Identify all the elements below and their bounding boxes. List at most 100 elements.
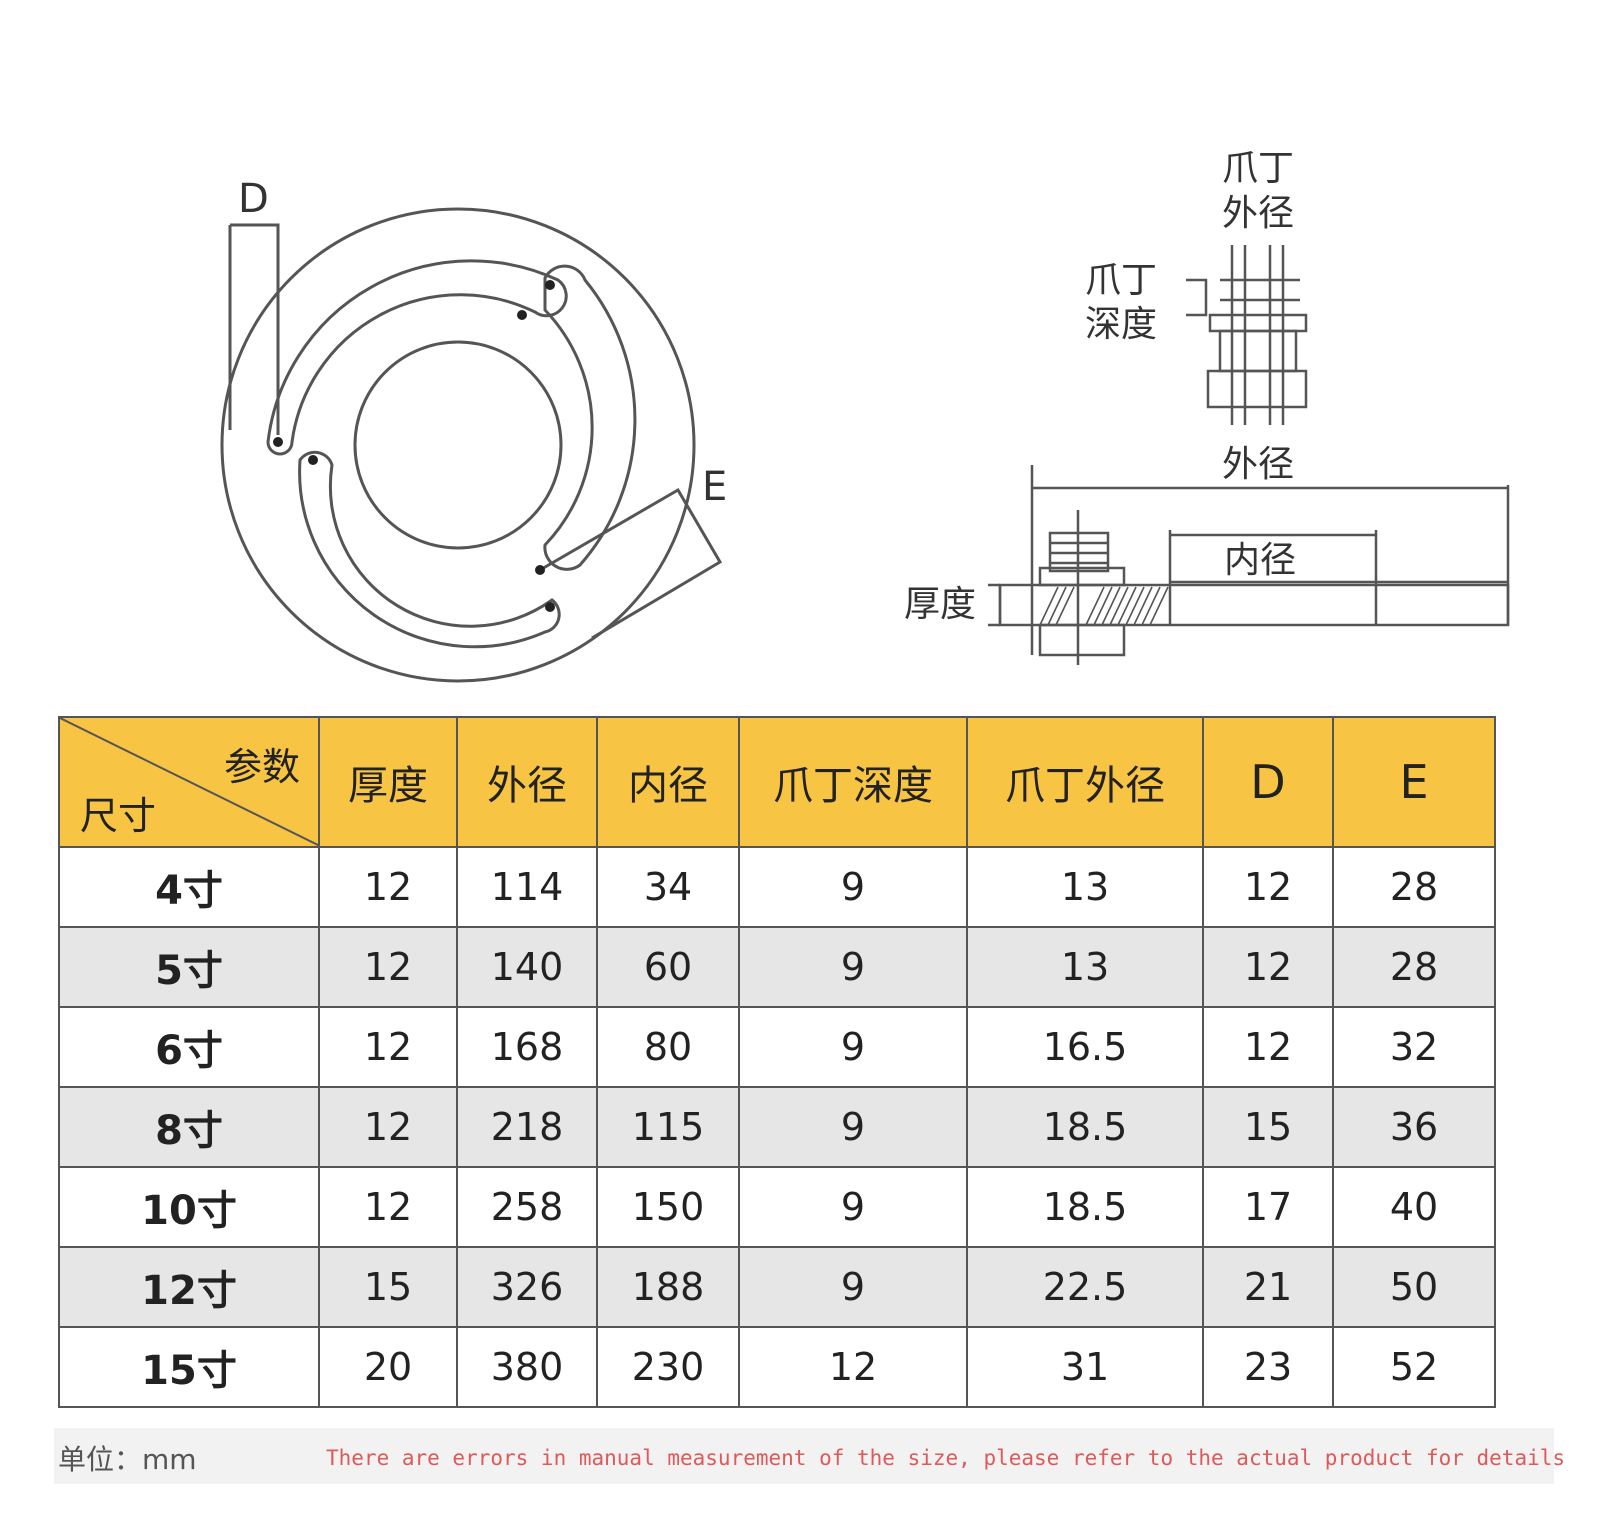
d-cell: 23	[1202, 1326, 1334, 1408]
jaw-slot-3	[298, 450, 561, 649]
corner-label-size: 尺寸	[80, 794, 157, 838]
inner-dia-cell: 188	[596, 1246, 740, 1328]
outer-dia-cell: 326	[456, 1246, 598, 1328]
inner-dia-cell: 80	[596, 1006, 740, 1088]
claw-outer-dia-cell: 16.5	[966, 1006, 1204, 1088]
jaw-pin-dot	[273, 437, 283, 447]
outer-dia-cell: 258	[456, 1166, 598, 1248]
header-claw-outer-dia: 爪丁外径	[966, 716, 1204, 848]
e-cell: 28	[1332, 926, 1496, 1008]
thickness-bracket	[988, 583, 1002, 627]
chuck-cross-section: 爪丁 外径 爪丁 深度 外径 内径 厚度	[904, 148, 1510, 665]
header-d: D	[1202, 716, 1334, 848]
outer-dia-cell: 114	[456, 846, 598, 928]
outer-dia-cell: 380	[456, 1326, 598, 1408]
claw-depth-cell: 12	[738, 1326, 968, 1408]
e-cell: 52	[1332, 1326, 1496, 1408]
inner-bore-circle	[353, 340, 563, 550]
size-cell: 6寸	[58, 1006, 320, 1088]
e-cell: 40	[1332, 1166, 1496, 1248]
label-claw-depth-2: 深度	[1085, 304, 1157, 345]
table-row: 10寸 12 258 150 9 18.5 17 40	[58, 1166, 1496, 1248]
label-outer-dia: 外径	[1222, 444, 1294, 485]
claw-stud-shaft	[1230, 245, 1285, 425]
claw-outer-dia-cell: 18.5	[966, 1086, 1204, 1168]
table-row: 15寸 20 380 230 12 31 23 52	[58, 1326, 1496, 1408]
table-row: 8寸 12 218 115 9 18.5 15 36	[58, 1086, 1496, 1168]
label-claw-outer-dia-1: 爪丁	[1222, 148, 1294, 189]
label-claw-outer-dia-2: 外径	[1222, 193, 1294, 234]
table-row: 5寸 12 140 60 9 13 12 28	[58, 926, 1496, 1008]
claw-stud-base	[1206, 369, 1308, 409]
d-cell: 12	[1202, 846, 1334, 928]
e-cell: 32	[1332, 1006, 1496, 1088]
section-hatch	[1039, 586, 1169, 626]
label-d: D	[238, 176, 269, 222]
header-claw-depth: 爪丁深度	[738, 716, 968, 848]
inner-dia-cell: 150	[596, 1166, 740, 1248]
inner-dia-cell: 60	[596, 926, 740, 1008]
section-stud-bottom	[1038, 623, 1126, 657]
claw-stud-horizontal-marks	[1220, 278, 1300, 302]
header-thickness: 厚度	[318, 716, 458, 848]
corner-diagonal	[60, 718, 320, 846]
spec-table: 参数 尺寸 厚度 外径 内径 爪丁深度 爪丁外径 D E 4寸 12 114 3…	[58, 716, 1496, 1408]
e-dimension-bracket	[539, 487, 723, 640]
jaw-slot-1	[266, 259, 568, 456]
claw-outer-dia-cell: 31	[966, 1326, 1204, 1408]
size-cell: 12寸	[58, 1246, 320, 1328]
claw-outer-dia-cell: 13	[966, 846, 1204, 928]
thickness-cell: 12	[318, 1166, 458, 1248]
claw-outer-dia-cell: 18.5	[966, 1166, 1204, 1248]
size-cell: 5寸	[58, 926, 320, 1008]
label-inner-dia: 内径	[1224, 540, 1296, 581]
size-cell: 10寸	[58, 1166, 320, 1248]
label-thickness: 厚度	[904, 584, 976, 625]
d-dimension-bracket	[228, 223, 280, 435]
table-row: 12寸 15 326 188 9 22.5 21 50	[58, 1246, 1496, 1328]
thickness-cell: 12	[318, 1006, 458, 1088]
claw-depth-cell: 9	[738, 1086, 968, 1168]
thickness-cell: 12	[318, 1086, 458, 1168]
corner-label-params: 参数	[223, 745, 300, 789]
size-cell: 15寸	[58, 1326, 320, 1408]
measurement-note: There are errors in manual measurement o…	[326, 1446, 1566, 1470]
claw-outer-dia-cell: 13	[966, 926, 1204, 1008]
jaw-pin-dot	[535, 565, 545, 575]
claw-depth-cell: 9	[738, 1246, 968, 1328]
claw-depth-bracket	[1186, 278, 1208, 317]
jaw-slot-2	[543, 264, 637, 571]
thickness-cell: 15	[318, 1246, 458, 1328]
header-outer-dia: 外径	[456, 716, 598, 848]
jaw-pin-dot	[545, 280, 555, 290]
d-cell: 15	[1202, 1086, 1334, 1168]
outer-dia-cell: 168	[456, 1006, 598, 1088]
d-cell: 17	[1202, 1166, 1334, 1248]
jaw-pin-dot	[308, 455, 318, 465]
size-cell: 4寸	[58, 846, 320, 928]
d-cell: 12	[1202, 926, 1334, 1008]
e-cell: 36	[1332, 1086, 1496, 1168]
thickness-cell: 12	[318, 846, 458, 928]
corner-header: 参数 尺寸	[58, 716, 320, 848]
claw-depth-cell: 9	[738, 1166, 968, 1248]
header-row: 参数 尺寸 厚度 外径 内径 爪丁深度 爪丁外径 D E	[58, 716, 1496, 848]
outer-dia-cell: 140	[456, 926, 598, 1008]
header-e: E	[1332, 716, 1496, 848]
table-row: 6寸 12 168 80 9 16.5 12 32	[58, 1006, 1496, 1088]
d-cell: 21	[1202, 1246, 1334, 1328]
inner-dia-cell: 34	[596, 846, 740, 928]
unit-label: 单位：mm	[58, 1443, 197, 1476]
section-stud-collar	[1038, 566, 1126, 587]
e-cell: 50	[1332, 1246, 1496, 1328]
jaw-pin-dot	[517, 310, 527, 320]
thickness-cell: 12	[318, 926, 458, 1008]
plate-section	[998, 583, 1510, 627]
claw-depth-cell: 9	[738, 926, 968, 1008]
e-cell: 28	[1332, 846, 1496, 928]
inner-dia-cell: 230	[596, 1326, 740, 1408]
outer-dia-cell: 218	[456, 1086, 598, 1168]
chuck-ring-top-view: D E	[220, 176, 727, 683]
size-cell: 8寸	[58, 1086, 320, 1168]
thickness-cell: 20	[318, 1326, 458, 1408]
